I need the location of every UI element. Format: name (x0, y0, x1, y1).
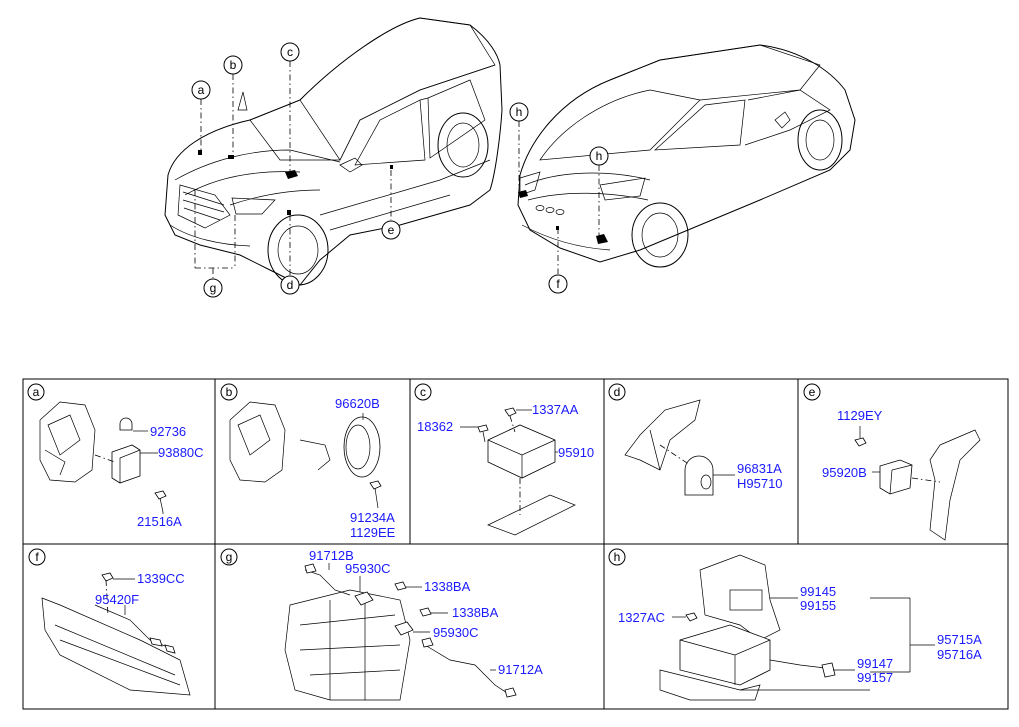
part-99157: 99157 (857, 670, 893, 685)
part-95420F: 95420F (95, 592, 139, 607)
svg-text:f: f (556, 277, 560, 291)
rear-callouts: h h f (509, 102, 609, 294)
part-95930C-lower: 95930C (433, 625, 479, 640)
overview-callout-c: c (280, 42, 300, 62)
panel-d: d 96831A H95710 (608, 383, 783, 496)
part-18362: 18362 (417, 419, 453, 434)
overview-callout-g: g (203, 278, 223, 298)
svg-text:a: a (33, 385, 40, 399)
svg-text:e: e (388, 223, 395, 237)
part-1129EY: 1129EY (837, 408, 883, 423)
part-1338BA-upper: 1338BA (424, 579, 471, 594)
part-1129EE: 1129EE (350, 525, 396, 540)
svg-text:b: b (226, 385, 233, 399)
svg-text:g: g (210, 281, 217, 295)
overview-callout-h-left: h (509, 102, 529, 122)
part-1338BA-lower: 1338BA (452, 605, 499, 620)
front-car-illustration (164, 17, 503, 286)
part-92736: 92736 (150, 424, 186, 439)
part-96831A: 96831A (737, 461, 782, 476)
svg-text:e: e (809, 385, 816, 399)
part-93880C: 93880C (158, 445, 204, 460)
overview-callout-e: e (381, 220, 401, 240)
overview-callout-h-right: h (589, 146, 609, 166)
front-callouts: a b c d e g (191, 42, 401, 298)
panel-c: c 1337AA 18362 95910 (414, 383, 594, 536)
part-H95710: H95710 (737, 476, 783, 491)
svg-text:c: c (420, 385, 426, 399)
svg-text:h: h (516, 105, 523, 119)
rear-car-illustration (517, 44, 856, 268)
part-1339CC: 1339CC (137, 571, 185, 586)
part-99155: 99155 (800, 598, 836, 613)
panel-b: b 96620B 91234A 1129EE (220, 383, 396, 540)
panel-h: h 99145 99155 1327AC 95715A 95716A 99147… (608, 548, 982, 701)
svg-text:h: h (596, 149, 603, 163)
part-91712B: 91712B (309, 548, 354, 563)
part-99145: 99145 (800, 584, 836, 599)
panel-g: g 91712B 95930C 1338BA 1338BA 95930C 917… (220, 548, 543, 701)
part-95930C-upper: 95930C (345, 561, 391, 576)
part-95910: 95910 (558, 445, 594, 460)
overview-callout-d: d (280, 275, 300, 295)
panel-f: f 1339CC 95420F (28, 548, 191, 696)
part-96620B: 96620B (335, 396, 380, 411)
detail-grid (22, 378, 1009, 710)
svg-text:d: d (614, 385, 621, 399)
overview-callout-b: b (223, 55, 243, 75)
part-95920B: 95920B (822, 465, 867, 480)
part-91712A: 91712A (498, 662, 543, 677)
part-99147: 99147 (857, 656, 893, 671)
overview-callout-f: f (548, 274, 568, 294)
svg-text:c: c (287, 45, 293, 59)
part-91234A: 91234A (350, 510, 395, 525)
svg-text:f: f (35, 550, 39, 564)
svg-text:h: h (614, 550, 621, 564)
part-1337AA: 1337AA (532, 402, 579, 417)
svg-text:a: a (198, 83, 205, 97)
part-95715A: 95715A (937, 632, 982, 647)
part-21516A: 21516A (137, 514, 182, 529)
part-95716A: 95716A (937, 647, 982, 662)
svg-text:g: g (226, 550, 233, 564)
panel-a: a 92736 93880C 21516A (27, 383, 204, 529)
svg-text:b: b (230, 58, 237, 72)
overview-callout-a: a (191, 80, 211, 100)
panel-e: e 1129EY 95920B (803, 383, 981, 541)
part-1327AC: 1327AC (618, 610, 665, 625)
svg-text:d: d (287, 278, 294, 292)
